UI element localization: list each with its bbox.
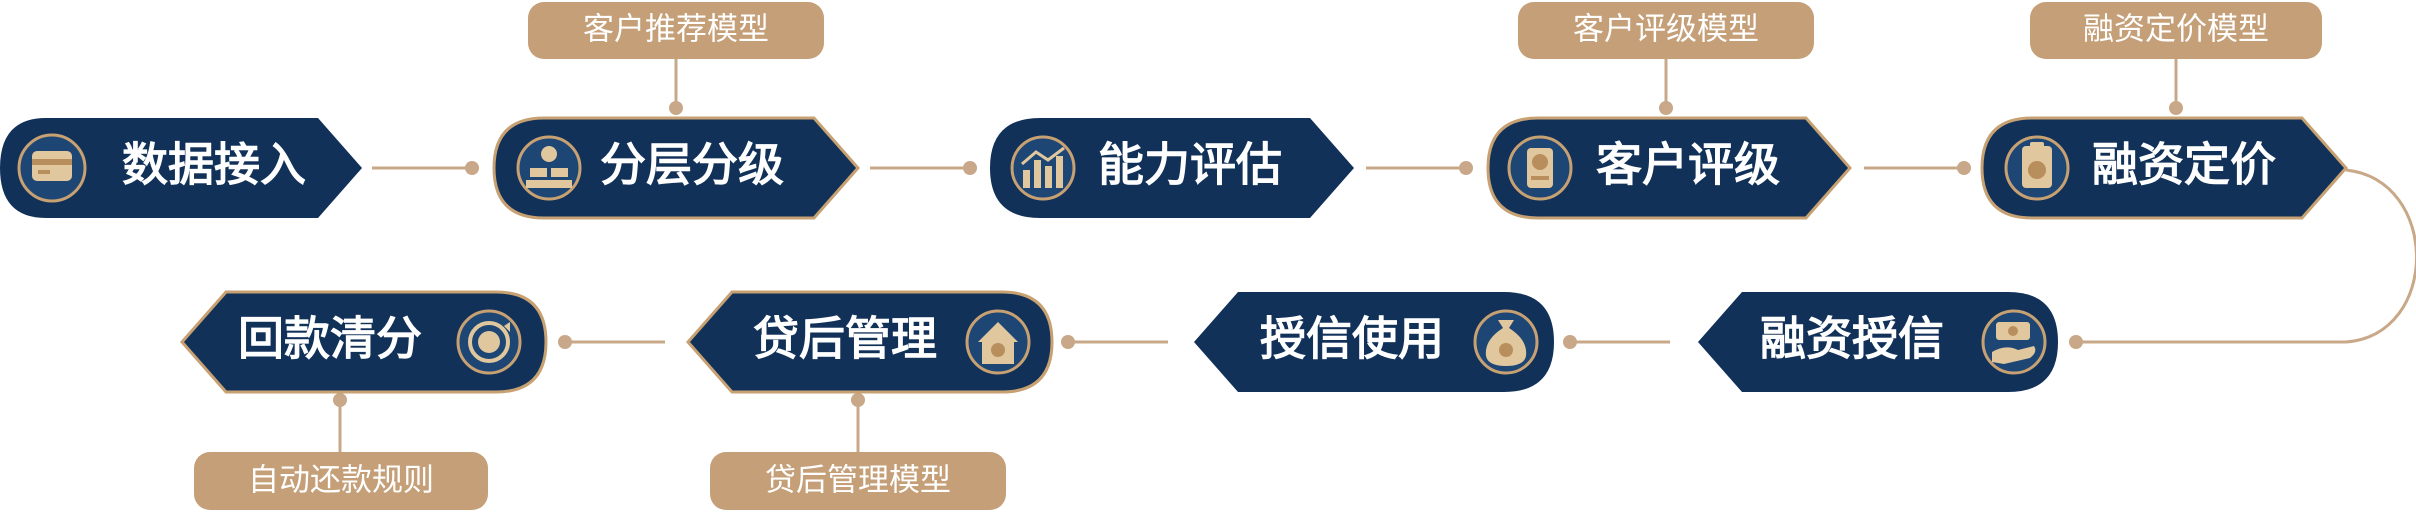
cycle-coin-icon	[456, 309, 522, 375]
connector	[870, 161, 977, 175]
connector	[1563, 335, 1670, 349]
step-label: 客户评级	[1596, 138, 1780, 192]
tag-stem	[669, 58, 683, 115]
step-label: 授信使用	[1260, 312, 1444, 366]
step-label: 回款清分	[238, 312, 422, 366]
step-label: 数据接入	[122, 138, 306, 192]
u-turn-connector	[2069, 168, 2416, 349]
step-data-access: 数据接入	[0, 118, 362, 218]
step-label: 融资定价	[2092, 138, 2276, 192]
tag-stem	[1659, 58, 1673, 115]
step-customer-rating: 客户评级	[1486, 116, 1852, 220]
tag-customer-rating-model: 客户评级模型	[1518, 2, 1814, 59]
gold-bars-icon	[516, 135, 582, 201]
connector	[1366, 161, 1473, 175]
step-label: 能力评估	[1098, 138, 1282, 192]
step-credit-usage: 授信使用	[1194, 292, 1554, 392]
tag-stem	[2169, 58, 2183, 115]
tag-label: 贷后管理模型	[765, 463, 951, 499]
tag-post-loan-management-model: 贷后管理模型	[710, 452, 1006, 510]
tag-label: 客户评级模型	[1573, 12, 1759, 48]
connector	[1864, 161, 1971, 175]
step-tiering-grading: 分层分级	[492, 116, 860, 220]
tag-label: 融资定价模型	[2083, 12, 2269, 48]
tag-auto-repayment-rules: 自动还款规则	[194, 452, 488, 510]
step-label: 分层分级	[600, 138, 784, 192]
step-capability-assessment: 能力评估	[990, 118, 1354, 218]
connector	[372, 161, 479, 175]
tag-customer-recommendation-model: 客户推荐模型	[528, 2, 824, 59]
card-icon	[17, 133, 87, 203]
tag-financing-pricing-model: 融资定价模型	[2030, 2, 2322, 59]
connector	[1061, 335, 1168, 349]
tag-label: 自动还款规则	[248, 463, 434, 499]
tag-stem	[851, 393, 865, 452]
connector	[558, 335, 665, 349]
step-label: 融资授信	[1760, 312, 1944, 366]
hand-money-icon	[1981, 309, 2047, 375]
step-collection-clearing: 回款清分	[180, 290, 548, 394]
step-post-loan-management: 贷后管理	[686, 290, 1054, 394]
step-financing-credit: 融资授信	[1698, 292, 2058, 392]
badge-icon	[1507, 135, 1573, 201]
step-financing-pricing: 融资定价	[1980, 116, 2348, 220]
tag-stem	[333, 393, 347, 452]
house-icon	[965, 309, 1031, 375]
money-bag-icon	[1473, 309, 1539, 375]
bar-chart-icon	[1010, 135, 1076, 201]
step-label: 贷后管理	[753, 312, 937, 366]
tag-label: 客户推荐模型	[583, 12, 769, 48]
price-tag-icon	[2004, 135, 2070, 201]
